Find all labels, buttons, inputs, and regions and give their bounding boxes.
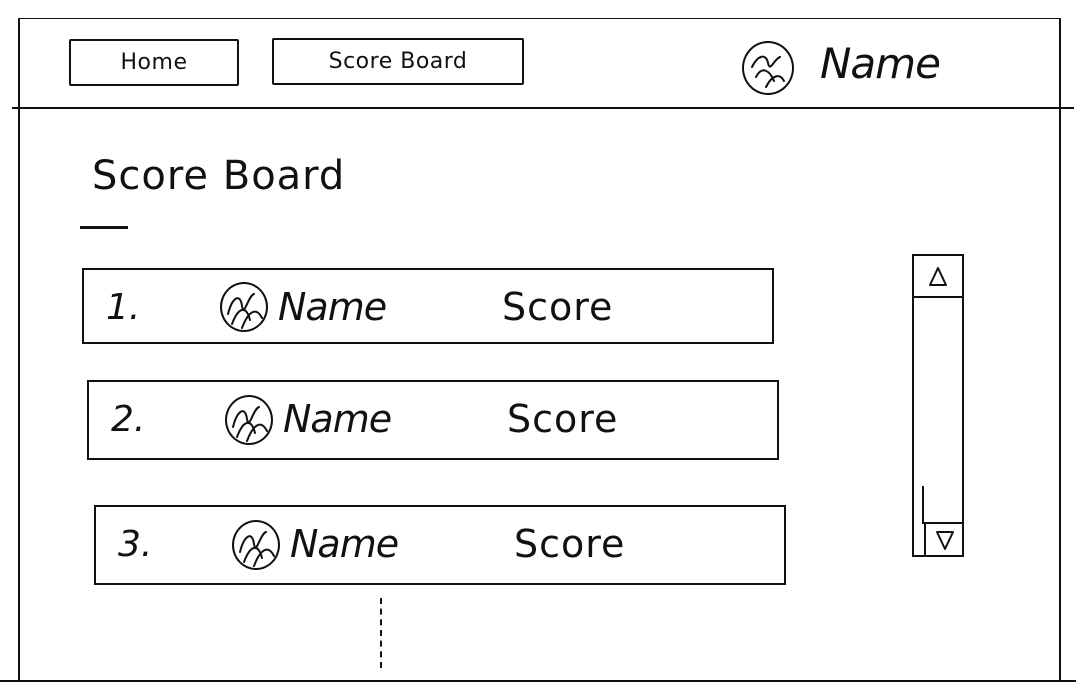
avatar-scribble-icon bbox=[239, 531, 275, 567]
scroll-up-button[interactable] bbox=[912, 254, 964, 298]
scroll-down-button[interactable] bbox=[924, 522, 964, 557]
row-score: Score bbox=[514, 522, 626, 566]
row-avatar bbox=[232, 520, 280, 570]
row-rank: 1. bbox=[106, 287, 141, 328]
more-rows-indicator bbox=[380, 598, 382, 668]
list-item[interactable]: 2. Name Score bbox=[87, 380, 779, 460]
app-window bbox=[18, 18, 1061, 682]
bottom-divider bbox=[0, 680, 1076, 682]
score-board-button[interactable]: Score Board bbox=[272, 38, 524, 85]
row-avatar bbox=[225, 395, 273, 445]
page-title: Score Board bbox=[92, 153, 346, 199]
row-name: Name bbox=[278, 285, 387, 329]
scroll-thumb[interactable] bbox=[922, 486, 924, 524]
score-board-button-label: Score Board bbox=[328, 49, 468, 74]
home-button-label: Home bbox=[120, 50, 188, 75]
triangle-up-icon bbox=[929, 267, 947, 286]
triangle-down-icon bbox=[936, 530, 954, 550]
header-divider bbox=[12, 107, 1074, 109]
row-name: Name bbox=[290, 522, 399, 566]
row-rank: 3. bbox=[118, 524, 153, 565]
avatar-scribble-icon bbox=[751, 55, 785, 88]
row-score: Score bbox=[502, 285, 614, 329]
list-item[interactable]: 3. Name Score bbox=[94, 505, 786, 585]
row-avatar bbox=[220, 282, 268, 332]
row-name: Name bbox=[283, 397, 392, 441]
scrollbar[interactable] bbox=[912, 254, 964, 557]
user-avatar[interactable] bbox=[742, 41, 794, 95]
home-button[interactable]: Home bbox=[69, 39, 239, 86]
row-score: Score bbox=[507, 397, 619, 441]
list-item[interactable]: 1. Name Score bbox=[82, 268, 774, 344]
avatar-scribble-icon bbox=[227, 293, 263, 329]
row-rank: 2. bbox=[111, 399, 146, 440]
avatar-scribble-icon bbox=[232, 406, 268, 442]
user-name[interactable]: Name bbox=[820, 39, 941, 88]
title-underline bbox=[80, 226, 128, 229]
